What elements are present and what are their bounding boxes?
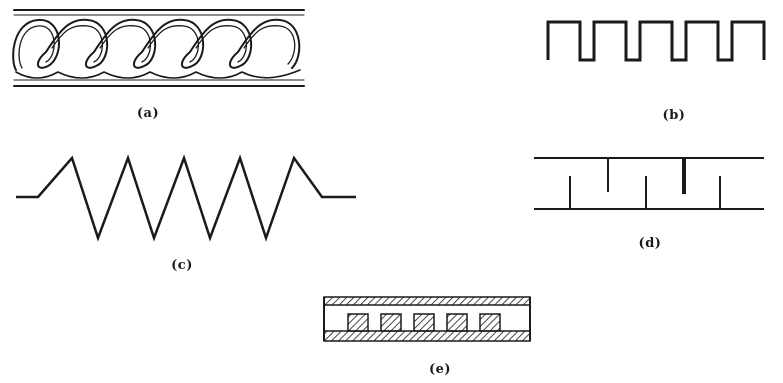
coil-outer <box>12 18 301 71</box>
fin-3 <box>413 313 435 332</box>
caption-d: (d) <box>638 236 662 251</box>
coil-lower-loops <box>15 69 301 79</box>
panel-b-square-wave <box>546 20 766 62</box>
channel-bottom-plate <box>323 330 531 342</box>
caption-e: (e) <box>428 362 452 377</box>
coil-inner <box>18 24 296 69</box>
panel-e-hatched-channel <box>323 296 531 342</box>
fin-5 <box>479 313 501 332</box>
fin-4 <box>446 313 468 332</box>
caption-a: (a) <box>136 106 160 121</box>
caption-c: (c) <box>171 258 193 273</box>
caption-b: (b) <box>662 108 686 123</box>
panel-d-comb <box>534 157 764 210</box>
fin-1 <box>347 313 369 332</box>
fin-2 <box>380 313 402 332</box>
panel-c-zigzag-wave <box>16 154 356 242</box>
channel-top-plate <box>323 296 531 306</box>
panel-a-coil-spring <box>12 9 305 87</box>
